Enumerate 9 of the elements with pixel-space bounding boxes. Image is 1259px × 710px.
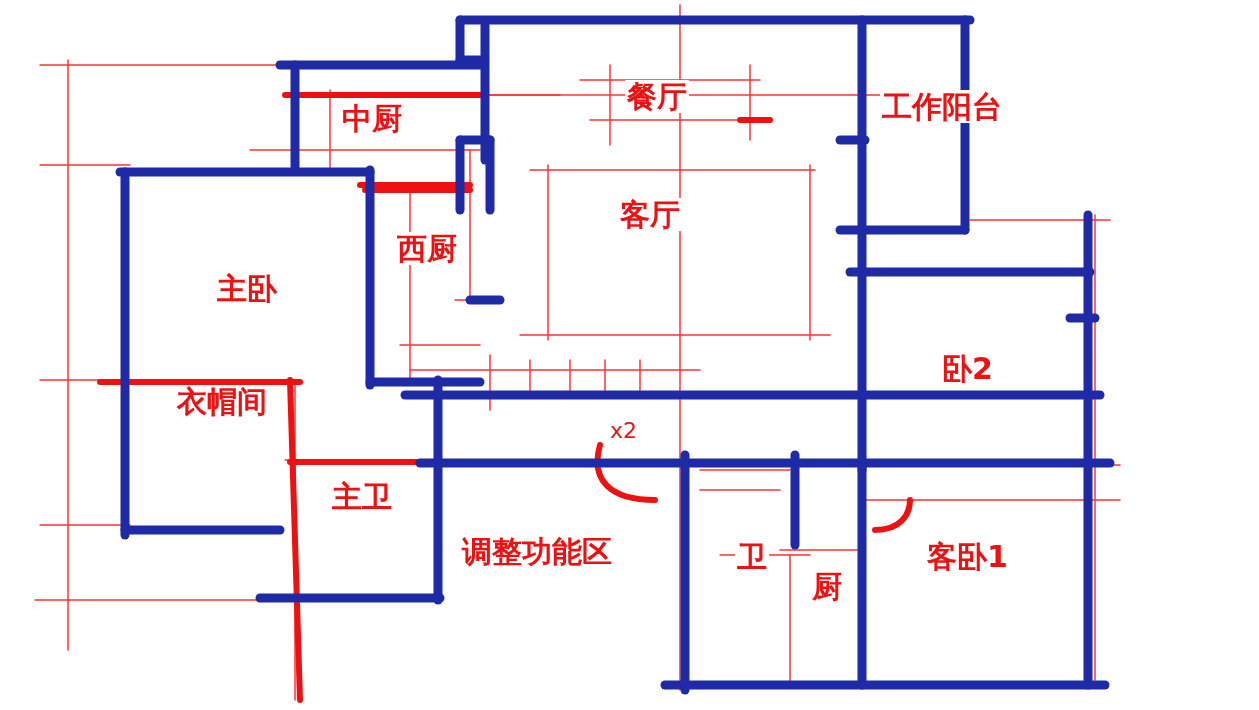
- room-label: 西厨: [395, 232, 459, 265]
- room-label: 餐厅: [625, 80, 689, 113]
- room-label: 厨: [810, 570, 844, 603]
- quantity-note: x2: [610, 418, 638, 443]
- room-label: 客厅: [618, 198, 682, 231]
- room-label: 调整功能区: [460, 535, 614, 568]
- room-label: 主卫: [330, 480, 394, 513]
- room-label: 中厨: [340, 102, 404, 135]
- room-label: 主卧: [215, 272, 279, 305]
